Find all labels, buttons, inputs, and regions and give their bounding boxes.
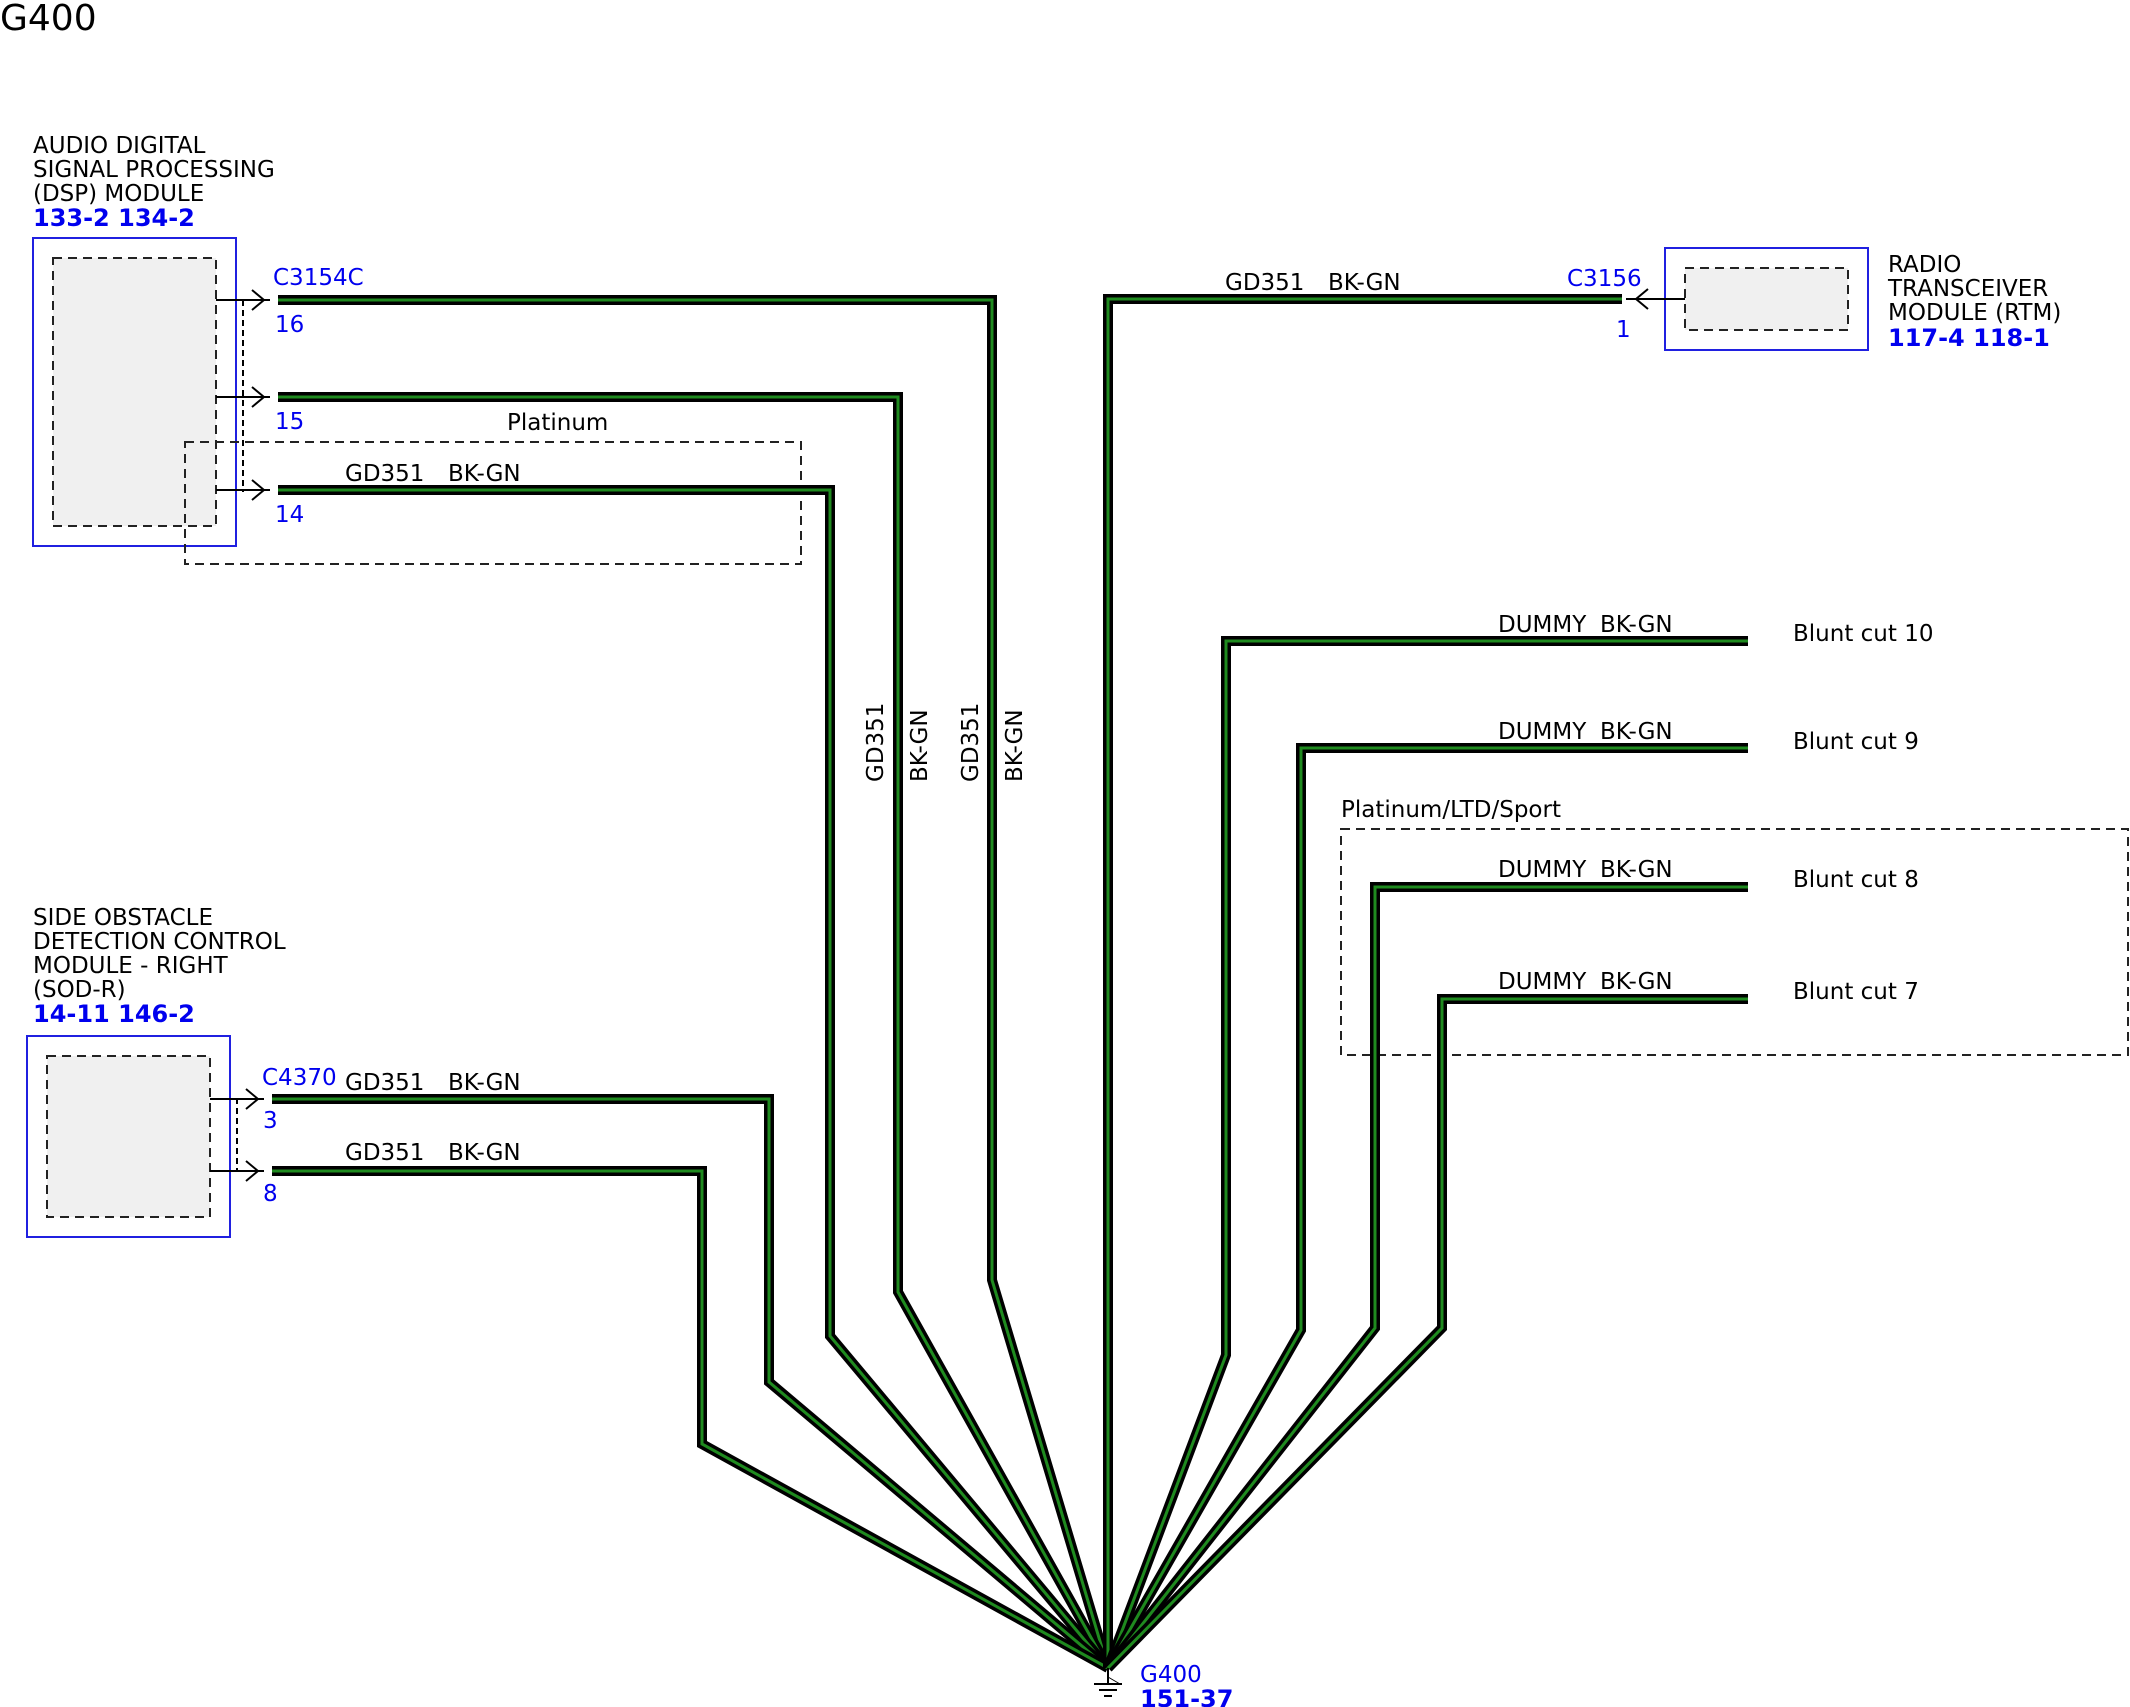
blunt-cut-10-label: Blunt cut 10 bbox=[1793, 621, 1933, 647]
platinum-ltd-sport-option-label: Platinum/LTD/Sport bbox=[1341, 797, 1561, 823]
wire-sod8-color: BK-GN bbox=[448, 1140, 521, 1166]
wire-dsp14-circuit: GD351 bbox=[345, 461, 424, 487]
sod-pin-8-label: 8 bbox=[263, 1181, 278, 1207]
wire-dsp-16[interactable] bbox=[278, 295, 1113, 1670]
wire-dsp16-label: GD351 BK-GN bbox=[958, 703, 1028, 782]
rtm-module-name-line-1: RADIO bbox=[1888, 252, 1961, 278]
wire-dsp-15[interactable] bbox=[278, 392, 1113, 1671]
rtm-module[interactable]: RADIO TRANSCEIVER MODULE (RTM) 117-4 118… bbox=[1664, 247, 2061, 352]
wire-dummy8-circuit: DUMMY bbox=[1498, 857, 1587, 883]
wire-dummy-9[interactable] bbox=[1103, 743, 1748, 1671]
wire-dsp-14[interactable] bbox=[278, 485, 1112, 1672]
blunt-cut-9-label: Blunt cut 9 bbox=[1793, 729, 1919, 755]
wire-dsp16-color: BK-GN bbox=[1002, 709, 1028, 782]
wire-rtm1-color: BK-GN bbox=[1328, 270, 1401, 296]
wire-dummy10-color: BK-GN bbox=[1600, 612, 1673, 638]
dsp-pin-16-label: 16 bbox=[275, 312, 304, 338]
wire-sod8-circuit: GD351 bbox=[345, 1140, 424, 1166]
sod-pin-3-label: 3 bbox=[263, 1108, 278, 1134]
dsp-module-inner bbox=[52, 257, 217, 527]
page-title: G400 bbox=[0, 0, 97, 39]
dsp-module-name-line-3: (DSP) MODULE bbox=[33, 181, 204, 207]
dsp-pin-14[interactable]: 14 bbox=[216, 479, 304, 528]
blunt-cut-7-label: Blunt cut 7 bbox=[1793, 979, 1919, 1005]
blunt-cut-8-label: Blunt cut 8 bbox=[1793, 867, 1919, 893]
wire-dummy-8[interactable] bbox=[1104, 882, 1748, 1672]
sod-module-name-line-3: MODULE - RIGHT bbox=[33, 953, 229, 979]
rtm-module-inner bbox=[1684, 267, 1849, 331]
rtm-module-name-line-3: MODULE (RTM) bbox=[1888, 300, 2061, 326]
wire-dummy7-color: BK-GN bbox=[1600, 969, 1673, 995]
ground-icon bbox=[1107, 1676, 1121, 1685]
rtm-pin-1[interactable]: 1 bbox=[1616, 288, 1685, 343]
wire-harness bbox=[272, 294, 1748, 1673]
dsp-connector-label: C3154C bbox=[273, 265, 364, 291]
wire-dsp16-circuit: GD351 bbox=[958, 703, 984, 782]
wire-dsp15-circuit: GD351 bbox=[863, 703, 889, 782]
sod-module[interactable]: SIDE OBSTACLE DETECTION CONTROL MODULE -… bbox=[26, 905, 286, 1238]
dsp-module-name-line-2: SIGNAL PROCESSING bbox=[33, 157, 275, 183]
wire-dsp14-color: BK-GN bbox=[448, 461, 521, 487]
dsp-pin-16[interactable]: 16 bbox=[216, 289, 304, 338]
platinum-option-box bbox=[184, 441, 802, 565]
dsp-pin-14-label: 14 bbox=[275, 502, 304, 528]
dsp-pin-15[interactable]: 15 bbox=[216, 386, 304, 435]
wire-dummy10-circuit: DUMMY bbox=[1498, 612, 1587, 638]
wire-dummy-10[interactable] bbox=[1103, 636, 1748, 1670]
wire-dummy9-color: BK-GN bbox=[1600, 719, 1673, 745]
dsp-pin-15-label: 15 bbox=[275, 409, 304, 435]
platinum-option-label: Platinum bbox=[507, 410, 608, 436]
dsp-module[interactable]: AUDIO DIGITAL SIGNAL PROCESSING (DSP) MO… bbox=[32, 133, 275, 547]
wire-sod3-circuit: GD351 bbox=[345, 1070, 424, 1096]
sod-module-refs[interactable]: 14-11 146-2 bbox=[33, 1000, 195, 1028]
wire-sod-3[interactable] bbox=[272, 1094, 1112, 1672]
wire-dummy9-circuit: DUMMY bbox=[1498, 719, 1587, 745]
dsp-module-name-line-1: AUDIO DIGITAL bbox=[33, 133, 206, 159]
wire-dummy8-color: BK-GN bbox=[1600, 857, 1673, 883]
rtm-module-name-line-2: TRANSCEIVER bbox=[1887, 276, 2048, 302]
rtm-pin-1-label: 1 bbox=[1616, 317, 1631, 343]
wire-dsp15-color: BK-GN bbox=[907, 709, 933, 782]
sod-module-name-line-2: DETECTION CONTROL bbox=[33, 929, 286, 955]
sod-pin-8[interactable]: 8 bbox=[210, 1160, 278, 1207]
ground-g400[interactable] bbox=[1094, 1668, 1122, 1697]
wire-dummy7-circuit: DUMMY bbox=[1498, 969, 1587, 995]
wire-rtm-1[interactable] bbox=[1103, 294, 1622, 1668]
dsp-module-refs[interactable]: 133-2 134-2 bbox=[33, 204, 195, 232]
wire-sod3-color: BK-GN bbox=[448, 1070, 521, 1096]
wire-dummy-7[interactable] bbox=[1104, 994, 1748, 1672]
sod-module-inner bbox=[46, 1055, 211, 1218]
wire-dsp15-label: GD351 BK-GN bbox=[863, 703, 933, 782]
sod-module-name-line-4: (SOD-R) bbox=[33, 977, 126, 1003]
wire-rtm1-circuit: GD351 bbox=[1225, 270, 1304, 296]
sod-pin-3[interactable]: 3 bbox=[210, 1088, 278, 1134]
rtm-module-refs[interactable]: 117-4 118-1 bbox=[1888, 324, 2050, 352]
sod-connector-label: C4370 bbox=[262, 1065, 337, 1091]
rtm-connector-label: C3156 bbox=[1567, 266, 1642, 292]
wire-sod-8[interactable] bbox=[272, 1166, 1111, 1673]
platinum-ltd-sport-option-box bbox=[1340, 828, 2129, 1056]
ground-refs[interactable]: 151-37 bbox=[1140, 1685, 1233, 1707]
ground-name: G400 bbox=[1140, 1662, 1202, 1688]
sod-module-name-line-1: SIDE OBSTACLE bbox=[33, 905, 213, 931]
